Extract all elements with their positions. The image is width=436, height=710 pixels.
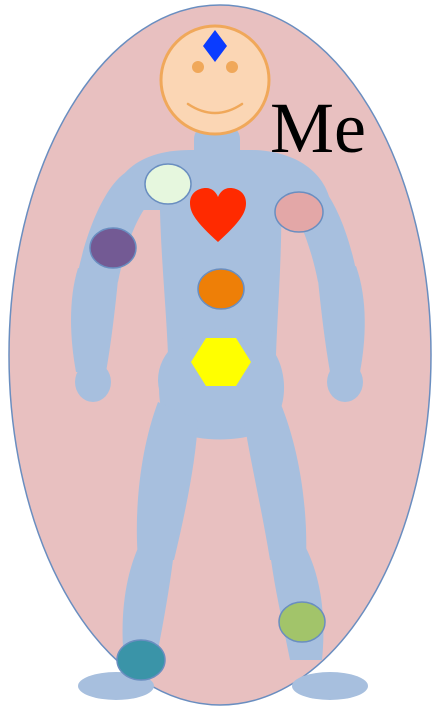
chest-circle-symbol (145, 164, 191, 204)
belly-circle-symbol (198, 269, 244, 309)
left-hand (75, 362, 111, 402)
left-eye (192, 61, 204, 73)
right-shoulder-circle-symbol (275, 192, 323, 232)
me-label: Me (270, 92, 366, 164)
right-eye (226, 61, 238, 73)
left-arm-circle-symbol (90, 228, 136, 268)
right-foot (292, 672, 368, 700)
foot-circle-symbol (117, 640, 165, 680)
knee-circle-symbol (279, 602, 325, 642)
right-hand (327, 362, 363, 402)
